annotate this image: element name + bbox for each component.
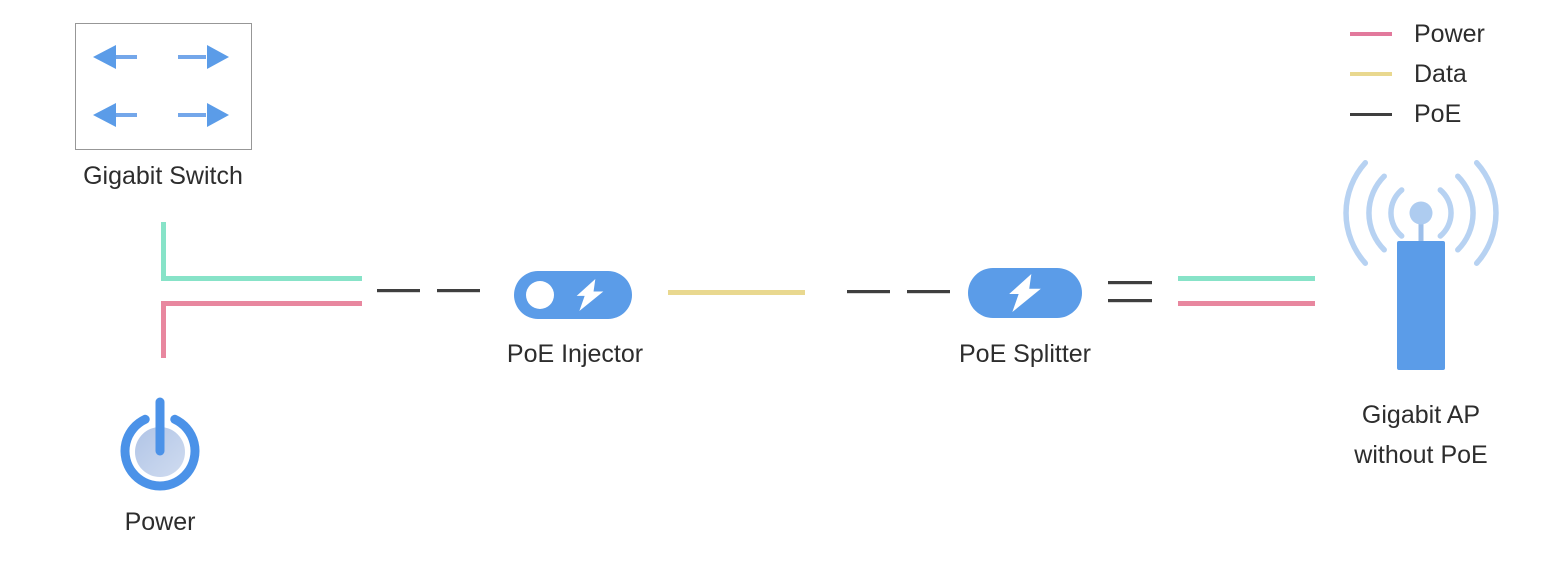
legend-item-power: Power	[1350, 14, 1485, 54]
legend-poe-label: PoE	[1414, 99, 1462, 128]
gigabit-ap-label-line1: Gigabit AP	[1361, 401, 1481, 429]
poe-splitter-label: PoE Splitter	[958, 340, 1091, 368]
legend: Power Data PoE	[1350, 14, 1485, 134]
legend-poe-swatch	[1350, 112, 1392, 116]
legend-power-label: Power	[1414, 19, 1485, 48]
double-line-bottom	[1108, 299, 1152, 302]
legend-power-swatch	[1350, 32, 1392, 36]
poe-dash-segment	[847, 290, 890, 293]
wifi-antenna-icon	[1330, 152, 1512, 387]
lightning-bolt-icon	[576, 279, 604, 311]
legend-item-poe: PoE	[1350, 94, 1485, 134]
gigabit-ap-label-line2: without PoE	[1354, 441, 1488, 469]
power-line-to-ap	[1178, 301, 1315, 306]
power-line-horizontal	[161, 301, 362, 306]
data-line-to-ap	[1178, 276, 1315, 281]
injector-port-circle	[526, 281, 554, 309]
gigabit-switch-icon	[75, 23, 252, 150]
power-label: Power	[124, 508, 196, 536]
legend-item-data: Data	[1350, 54, 1485, 94]
poe-injector-icon	[514, 271, 632, 319]
double-line-top	[1108, 281, 1152, 284]
legend-data-swatch	[1350, 72, 1392, 76]
power-line-vertical	[161, 301, 166, 358]
data-line-yellow	[668, 290, 805, 295]
switch-arrows-icon	[93, 45, 229, 127]
power-button-icon	[112, 394, 208, 505]
poe-dash-segment	[377, 289, 420, 292]
poe-dash-segment	[907, 290, 950, 293]
gigabit-switch-label: Gigabit Switch	[83, 162, 243, 190]
lightning-bolt-icon	[1009, 274, 1041, 312]
legend-data-label: Data	[1414, 59, 1467, 88]
poe-injector-label: PoE Injector	[506, 340, 644, 368]
data-line-switch-vertical	[161, 222, 166, 280]
data-line-switch-horizontal	[161, 276, 362, 281]
poe-splitter-icon	[968, 268, 1082, 318]
poe-dash-segment	[437, 289, 480, 292]
